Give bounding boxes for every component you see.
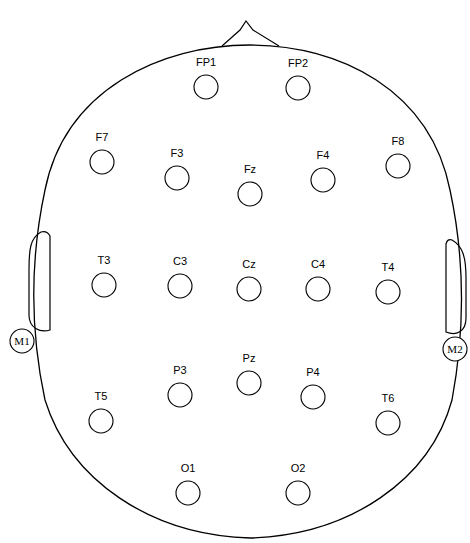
electrode: FP1 [192,56,220,100]
electrode-label: Cz [235,258,263,271]
electrode-label: M1 [9,328,35,354]
electrode-circle [237,181,263,207]
electrode-label: F3 [163,147,191,160]
electrode-label: P4 [299,366,327,379]
electrode-circle [175,480,201,506]
electrode: C3 [166,255,194,299]
electrode-label: P3 [166,364,194,377]
electrode-label: O2 [284,462,312,475]
electrode-label: C3 [166,255,194,268]
electrode: FP2 [284,57,312,101]
electrode: M1 [9,328,35,354]
electrode-circle [375,410,401,436]
electrode-circle [88,408,114,434]
electrode-circle [167,273,193,299]
electrode: T6 [374,392,402,436]
electrode-label: T4 [374,261,402,274]
electrode: T4 [374,261,402,305]
electrode-label: T6 [374,392,402,405]
left-ear [29,232,50,331]
electrode-label: T5 [87,390,115,403]
electrode: F4 [309,149,337,193]
electrode-circle [164,165,190,191]
electrode-circle [310,167,336,193]
electrode-label: Pz [235,352,263,365]
electrode: O2 [284,462,312,506]
electrode-circle [236,276,262,302]
electrode: T3 [90,254,118,298]
electrode: P3 [166,364,194,408]
electrode-circle [375,279,401,305]
electrode-label: FP1 [192,56,220,69]
electrode: O1 [174,462,202,506]
electrode: Pz [235,352,263,396]
electrode-label: O1 [174,462,202,475]
electrode: M2 [442,336,468,362]
electrode-label: M2 [442,336,468,362]
electrode-label: T3 [90,254,118,267]
electrode: F8 [384,135,412,179]
right-ear [446,240,466,334]
electrode: F3 [163,147,191,191]
electrode-label: F7 [88,131,116,144]
electrode-label: C4 [304,258,332,271]
electrode-circle [91,272,117,298]
nose [222,21,279,46]
electrode: F7 [88,131,116,175]
electrode-label: F4 [309,149,337,162]
electrode: Cz [235,258,263,302]
electrode-circle [89,149,115,175]
electrode: T5 [87,390,115,434]
electrode-circle [305,276,331,302]
electrode-circle [193,74,219,100]
electrode: P4 [299,366,327,410]
electrode-circle [300,384,326,410]
electrode: C4 [304,258,332,302]
electrode-label: Fz [236,163,264,176]
electrode-circle [385,153,411,179]
electrode-circle [236,370,262,396]
head-outline [34,45,462,538]
electrode-circle [285,75,311,101]
electrode-label: FP2 [284,57,312,70]
electrode: Fz [236,163,264,207]
electrode-label: F8 [384,135,412,148]
electrode-circle [167,382,193,408]
electrode-circle [285,480,311,506]
